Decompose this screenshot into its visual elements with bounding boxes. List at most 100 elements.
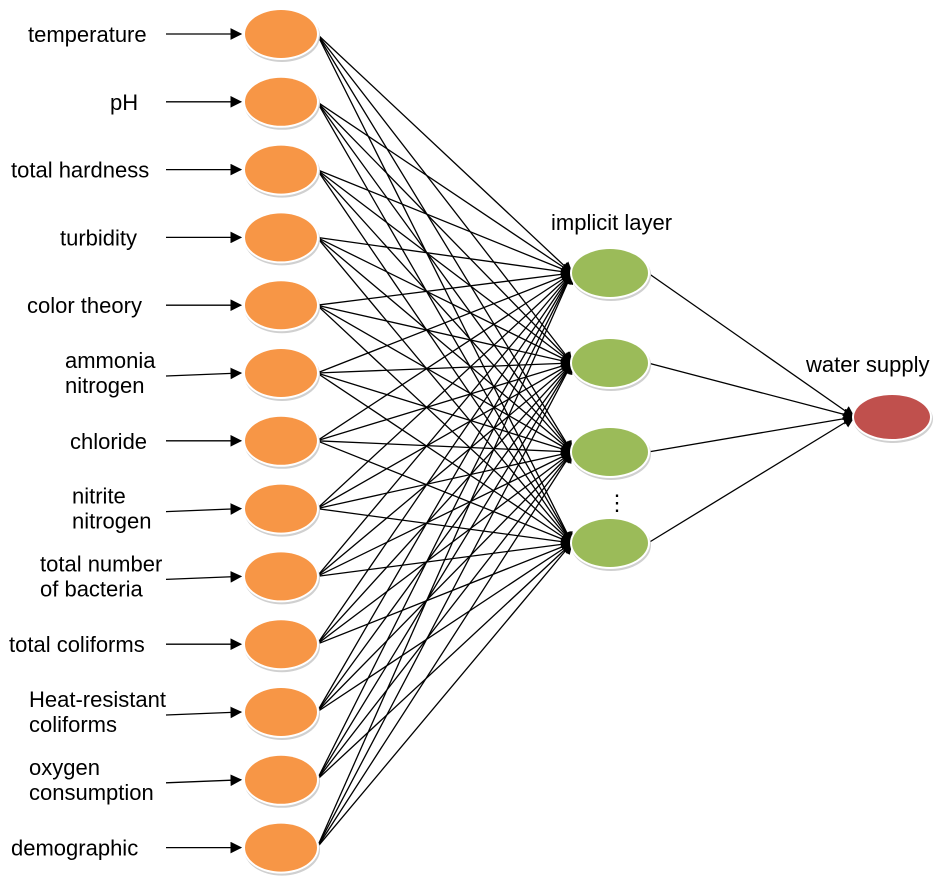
- output-layer-title: water supply: [805, 352, 930, 377]
- connection-input-7-hidden-0: [316, 272, 573, 510]
- connection-input-6-hidden-1: [316, 360, 574, 442]
- connections-group: [316, 33, 856, 849]
- connection-hidden-3-output: [647, 416, 855, 544]
- input-arrow-10: [165, 706, 243, 719]
- input-arrow-7: [165, 503, 243, 515]
- input-label-line: consumption: [29, 780, 154, 805]
- input-node-4: [245, 281, 317, 330]
- input-label-line: demographic: [11, 836, 138, 861]
- hidden-node-0: [572, 249, 648, 297]
- input-label-line: ammonia: [65, 348, 156, 373]
- connection-input-0-hidden-1: [316, 33, 573, 364]
- input-label-3: turbidity: [60, 225, 137, 250]
- input-node-3: [245, 213, 317, 262]
- input-label-12: demographic: [11, 836, 138, 861]
- connection-input-4-hidden-2: [316, 304, 574, 453]
- connection-input-4-hidden-0: [316, 268, 574, 306]
- input-node-1: [245, 77, 317, 126]
- connection-input-1-hidden-1: [316, 101, 573, 364]
- input-label-1: pH: [110, 90, 138, 115]
- input-label-line: nitrogen: [65, 373, 145, 398]
- connection-input-5-hidden-2: [316, 372, 574, 455]
- input-node-10: [245, 688, 317, 736]
- connection-input-9-hidden-2: [316, 451, 573, 645]
- connection-input-3-hidden-1: [316, 236, 574, 364]
- input-label-line: turbidity: [60, 225, 137, 250]
- input-label-line: chloride: [70, 429, 147, 454]
- input-label-6: chloride: [70, 429, 147, 454]
- input-label-9: total coliforms: [9, 632, 145, 657]
- connection-input-10-hidden-1: [316, 362, 573, 713]
- connection-input-10-hidden-2: [316, 451, 573, 713]
- input-node-11: [245, 755, 317, 804]
- input-node-5: [245, 349, 317, 397]
- input-arrow-11: [165, 774, 243, 787]
- connection-input-6-hidden-0: [316, 272, 573, 442]
- input-node-2: [245, 145, 317, 194]
- connection-input-7-hidden-1: [316, 362, 574, 510]
- hidden-layer-title: implicit layer: [551, 210, 672, 235]
- connection-input-1-hidden-0: [316, 101, 573, 274]
- input-label-line: temperature: [28, 22, 147, 47]
- connection-hidden-0-output: [647, 272, 855, 418]
- input-node-12: [245, 823, 317, 872]
- connection-input-9-hidden-1: [316, 362, 573, 645]
- connection-input-2-hidden-1: [316, 169, 573, 364]
- connection-input-11-hidden-3: [316, 542, 573, 781]
- connection-input-2-hidden-2: [316, 169, 573, 453]
- connection-input-0-hidden-0: [316, 33, 573, 274]
- input-label-line: total number: [40, 551, 162, 576]
- input-label-line: pH: [110, 90, 138, 115]
- connection-input-3-hidden-0: [316, 236, 574, 278]
- connection-input-12-hidden-1: [316, 361, 573, 848]
- connection-input-11-hidden-0: [316, 271, 573, 781]
- hidden-node-1: [572, 339, 648, 387]
- input-node-9: [245, 620, 317, 669]
- input-label-0: temperature: [28, 22, 147, 47]
- connection-input-10-hidden-3: [316, 542, 573, 713]
- input-label-line: Heat-resistant: [29, 687, 166, 712]
- input-node-6: [245, 416, 317, 465]
- output-node: [854, 395, 930, 439]
- connection-hidden-1-output: [647, 362, 856, 420]
- connection-input-11-hidden-2: [316, 451, 573, 781]
- connection-input-5-hidden-0: [316, 271, 574, 374]
- connection-hidden-2-output: [647, 412, 856, 453]
- hidden-node-2: [572, 428, 648, 476]
- connection-input-11-hidden-1: [316, 362, 573, 781]
- connection-input-8-hidden-1: [316, 362, 573, 577]
- connection-input-12-hidden-3: [316, 542, 573, 849]
- labels-group: temperature pH total hardness turbidity colo…: [9, 22, 930, 861]
- connection-input-1-hidden-2: [316, 101, 573, 453]
- hidden-node-3: [572, 519, 648, 567]
- connection-input-3-hidden-2: [316, 236, 573, 453]
- input-label-line: coliforms: [29, 712, 117, 737]
- input-label-line: nitrite: [72, 484, 126, 509]
- nodes-group: [243, 8, 933, 876]
- connection-input-9-hidden-3: [316, 541, 574, 645]
- input-label-4: color theory: [27, 293, 142, 318]
- connection-input-0-hidden-2: [316, 33, 573, 453]
- connection-input-6-hidden-2: [316, 440, 574, 458]
- input-node-0: [245, 10, 317, 58]
- input-label-line: total hardness: [11, 158, 149, 183]
- input-arrow-5: [165, 367, 243, 380]
- input-label-line: oxygen: [29, 755, 100, 780]
- connection-input-10-hidden-0: [316, 271, 573, 713]
- input-label-2: total hardness: [11, 158, 149, 183]
- input-label-line: of bacteria: [40, 576, 143, 601]
- input-node-8: [245, 552, 317, 601]
- connection-input-2-hidden-0: [316, 168, 574, 275]
- input-node-7: [245, 484, 317, 533]
- connection-input-12-hidden-0: [316, 271, 574, 848]
- connection-input-9-hidden-0: [316, 272, 573, 645]
- input-arrow-8: [165, 570, 243, 583]
- input-label-line: nitrogen: [72, 509, 152, 534]
- connection-input-4-hidden-1: [316, 304, 574, 367]
- connection-input-8-hidden-0: [316, 272, 573, 577]
